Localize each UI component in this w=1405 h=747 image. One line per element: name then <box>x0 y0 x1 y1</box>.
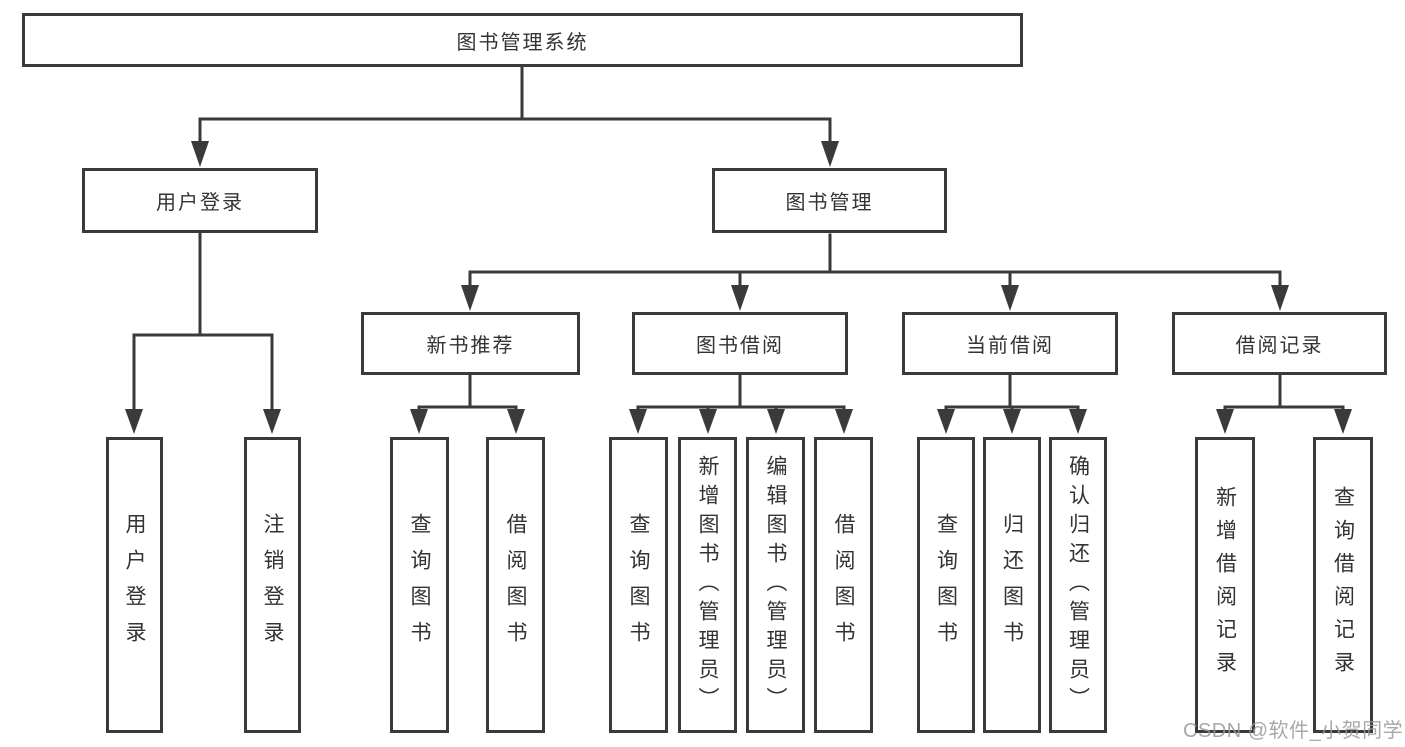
arrowhead-icon <box>821 141 839 167</box>
arrowhead-icon <box>1001 285 1019 311</box>
node-leaf-user-login: 用户登录 <box>106 437 163 733</box>
node-leaf-logout-label: 注销登录 <box>261 513 284 657</box>
node-leaf-current-query-label: 查询图书 <box>934 513 958 657</box>
node-leaf-records-query: 查询借阅记录 <box>1313 437 1373 733</box>
node-book-borrow: 图书借阅 <box>632 312 848 375</box>
arrowhead-icon <box>507 409 525 434</box>
watermark: CSDN @软件_小贺同学 <box>1183 720 1404 742</box>
node-book-management: 图书管理 <box>712 168 947 233</box>
arrowhead-icon <box>629 409 647 434</box>
node-book-borrow-label: 图书借阅 <box>696 335 784 357</box>
node-leaf-records-query-label: 查询借阅记录 <box>1331 486 1355 684</box>
node-leaf-borrow-add-label: 新增图书（管理员） <box>696 454 719 716</box>
node-leaf-borrow-borrow-label: 借阅图书 <box>832 513 855 657</box>
node-leaf-records-add: 新增借阅记录 <box>1195 437 1255 733</box>
node-leaf-current-confirm: 确认归还（管理员） <box>1049 437 1107 733</box>
connector-bookborrow-to-leaves <box>629 373 853 434</box>
node-leaf-newbooks-borrow-label: 借阅图书 <box>504 513 527 657</box>
node-book-management-label: 图书管理 <box>785 192 874 214</box>
node-leaf-borrow-query-label: 查询图书 <box>627 513 650 657</box>
arrowhead-icon <box>1334 409 1352 434</box>
node-user-login-label: 用户登录 <box>156 192 244 214</box>
node-leaf-current-return: 归还图书 <box>983 437 1041 733</box>
arrowhead-icon <box>191 141 209 167</box>
arrowhead-icon <box>699 409 717 434</box>
node-leaf-borrow-add: 新增图书（管理员） <box>678 437 737 733</box>
node-root: 图书管理系统 <box>22 13 1023 67</box>
arrowhead-icon <box>461 285 479 311</box>
node-leaf-logout: 注销登录 <box>244 437 301 733</box>
connector-userlogin-to-leaves <box>125 231 281 434</box>
node-leaf-user-login-label: 用户登录 <box>123 513 146 657</box>
connector-bookmgmt-to-level3 <box>461 233 1289 311</box>
arrowhead-icon <box>1003 409 1021 434</box>
arrowhead-icon <box>125 409 143 434</box>
arrowhead-icon <box>937 409 955 434</box>
node-user-login: 用户登录 <box>82 168 318 233</box>
node-leaf-borrow-edit-label: 编辑图书（管理员） <box>764 454 787 716</box>
node-leaf-current-query: 查询图书 <box>917 437 975 733</box>
arrowhead-icon <box>767 409 785 434</box>
connector-root-to-level2 <box>191 65 839 167</box>
node-leaf-newbooks-query-label: 查询图书 <box>408 513 431 657</box>
arrowhead-icon <box>731 285 749 311</box>
connector-newbooks-to-leaves <box>410 373 525 434</box>
arrowhead-icon <box>1216 409 1234 434</box>
node-leaf-newbooks-query: 查询图书 <box>390 437 449 733</box>
arrowhead-icon <box>835 409 853 434</box>
connector-currentborrow-to-leaves <box>937 373 1087 434</box>
node-current-borrow: 当前借阅 <box>902 312 1118 375</box>
node-borrow-records-label: 借阅记录 <box>1235 335 1324 357</box>
node-new-books-label: 新书推荐 <box>426 335 515 357</box>
arrowhead-icon <box>410 409 428 434</box>
node-leaf-borrow-borrow: 借阅图书 <box>814 437 873 733</box>
node-current-borrow-label: 当前借阅 <box>966 335 1054 357</box>
arrowhead-icon <box>1069 409 1087 434</box>
node-leaf-current-return-label: 归还图书 <box>1000 513 1024 657</box>
connector-borrowrecords-to-leaves <box>1216 373 1352 434</box>
arrowhead-icon <box>263 409 281 434</box>
node-leaf-newbooks-borrow: 借阅图书 <box>486 437 545 733</box>
node-root-label: 图书管理系统 <box>456 31 589 54</box>
node-leaf-current-confirm-label: 确认归还（管理员） <box>1066 454 1090 716</box>
node-borrow-records: 借阅记录 <box>1172 312 1387 375</box>
node-leaf-borrow-query: 查询图书 <box>609 437 668 733</box>
node-new-books: 新书推荐 <box>361 312 580 375</box>
node-leaf-borrow-edit: 编辑图书（管理员） <box>746 437 805 733</box>
node-leaf-records-add-label: 新增借阅记录 <box>1213 486 1237 684</box>
arrowhead-icon <box>1271 285 1289 311</box>
